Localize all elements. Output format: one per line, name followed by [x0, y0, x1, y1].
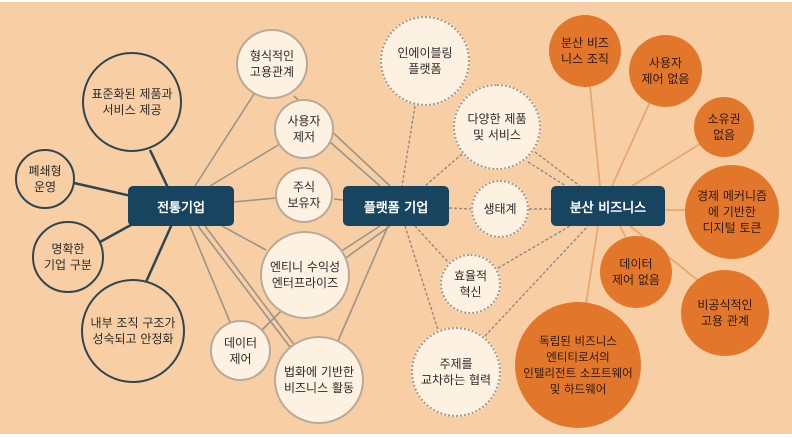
- node-diverse-products: 다양한 제품 및 서비스: [453, 84, 541, 170]
- node-no-ownership: 소유권 없음: [694, 97, 754, 157]
- node-ecosystem: 생태계: [471, 180, 529, 238]
- node-intelligent-software-hardware: 독립된 비즈니스 엔티티로서의 인텔리전트 소프트웨어 및 하드웨어: [515, 302, 641, 428]
- node-efficient-innovation: 효율적 혁신: [440, 254, 501, 314]
- node-user-control: 사용자 제저: [274, 99, 334, 159]
- node-data-control: 데이터 제어: [210, 320, 271, 381]
- node-informal-employment: 비공식적인 고용 관계: [681, 270, 769, 356]
- node-no-data-control: 데이터 제어 없음: [600, 236, 672, 308]
- node-mature-structure: 내부 조직 구조가 성숙되고 안정화: [81, 279, 185, 383]
- hub-traditional-enterprise: 전통기업: [128, 186, 234, 226]
- hub-platform-enterprise: 플랫폼 기업: [343, 186, 449, 226]
- node-shareholders: 주식 보유자: [275, 167, 333, 223]
- node-cross-collaboration: 주제를 교차하는 협력: [411, 327, 501, 417]
- node-entity-enterprise: 엔티니 수익성 엔터프라이즈: [260, 231, 350, 319]
- node-enabling-platform: 인에이블링 플랫폼: [380, 16, 470, 106]
- node-clear-boundaries: 명확한 기업 구분: [32, 221, 104, 293]
- hub-distributed-business: 분산 비즈니스: [551, 186, 665, 226]
- node-digital-tokens: 경제 메커니즘 에 기반한 디지털 토큰: [685, 165, 779, 259]
- node-no-user-control: 사용자 제어 없음: [629, 35, 702, 107]
- node-legal-business: 법화에 기반한 비즈니스 활동: [274, 336, 364, 424]
- node-distributed-org: 분산 비즈 니스 조직: [549, 15, 621, 87]
- node-formal-employment: 형식적인 고용관계: [236, 29, 308, 99]
- platform-links: [401, 105, 589, 337]
- node-standardized-products: 표준화된 제품과 서비스 제공: [82, 52, 182, 152]
- node-closed-operation: 폐쇄형 운영: [15, 149, 75, 209]
